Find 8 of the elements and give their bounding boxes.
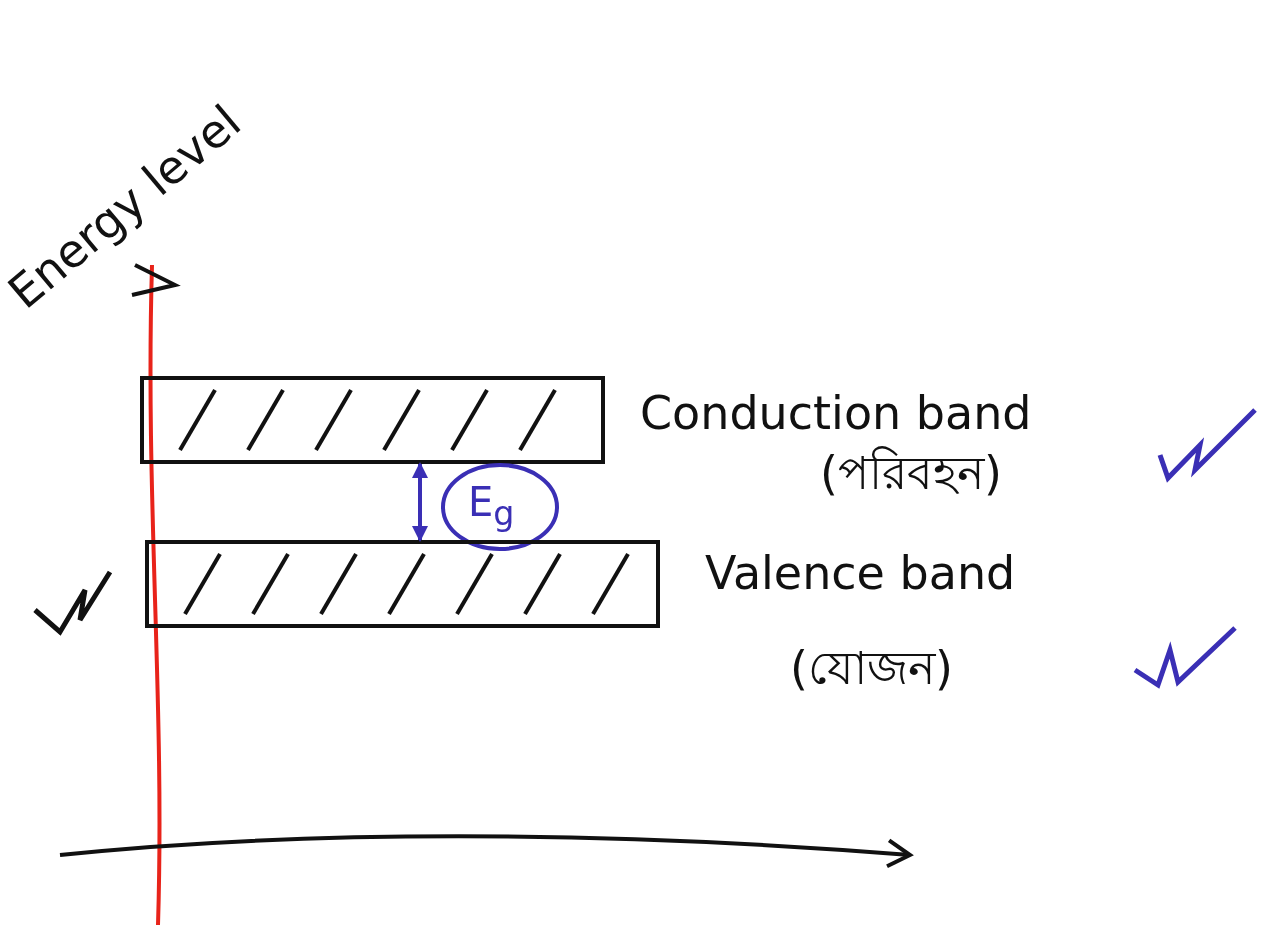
hatched-energy-band bbox=[140, 376, 605, 464]
double-arrow bbox=[412, 462, 428, 542]
hatched-energy-band bbox=[145, 540, 660, 628]
band-label: Conduction band bbox=[640, 390, 1032, 436]
band-label: Valence band bbox=[705, 550, 1016, 596]
band-label: (যোজন) bbox=[790, 645, 953, 691]
band-gap-symbol: E$_{g}$ bbox=[468, 482, 515, 531]
symbol-ellipse bbox=[440, 462, 560, 552]
